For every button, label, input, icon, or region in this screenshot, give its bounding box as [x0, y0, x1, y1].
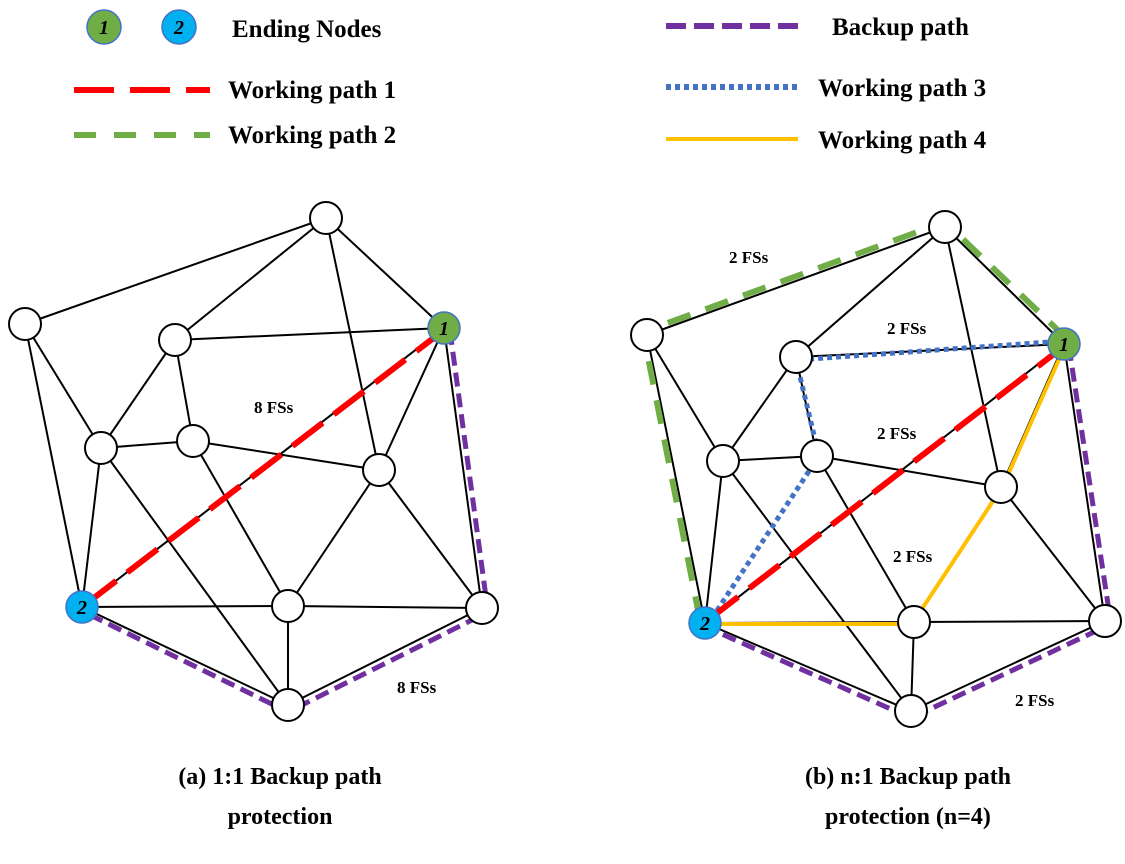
diagram-b-working-path-2 — [639, 218, 1069, 621]
diagram-a-caption-line2: protection — [228, 804, 333, 830]
diagram-b-working-path-4 — [708, 347, 1066, 626]
diagram-b-ending-node-2: 2 — [688, 606, 722, 640]
diagram-b-fs-working-3: 2 FSs — [887, 319, 927, 338]
diagram-a: 1 2 8 FSs 8 FSs (a) 1:1 Backup path prot… — [8, 201, 499, 830]
svg-text:2: 2 — [699, 613, 710, 635]
diagram-b-fs-working-1: 2 FSs — [877, 424, 917, 443]
legend-backup-path-label: Backup path — [832, 14, 969, 41]
legend-ending-node-2-label: 2 — [173, 17, 184, 39]
svg-text:1: 1 — [439, 318, 449, 340]
svg-text:1: 1 — [1059, 334, 1069, 356]
diagram-a-nodes — [8, 201, 499, 722]
legend-ending-node-1: 1 — [86, 9, 122, 45]
legend-working-path-2-label: Working path 2 — [228, 122, 396, 149]
legend-ending-nodes-label: Ending Nodes — [232, 16, 382, 43]
legend-working-path-4-label: Working path 4 — [818, 127, 987, 154]
legend: 1 2 Ending Nodes Working path 1 Working … — [74, 9, 987, 154]
diagram-b-ending-node-1: 1 — [1047, 327, 1081, 361]
legend-working-path-1-label: Working path 1 — [228, 77, 396, 104]
diagram-a-working-path-1 — [84, 327, 446, 607]
diagram-a-ending-node-2: 2 — [65, 590, 99, 624]
legend-ending-node-1-label: 1 — [99, 17, 109, 39]
diagram-b-fs-backup: 2 FSs — [1015, 691, 1055, 710]
diagram-b-caption-line2: protection (n=4) — [825, 804, 991, 830]
diagram-a-backup-fs-label: 8 FSs — [397, 678, 437, 697]
diagram-a-backup-path — [82, 330, 491, 715]
legend-working-path-3-label: Working path 3 — [818, 75, 986, 102]
diagram-b-working-path-3 — [709, 338, 1065, 620]
diagram-b-fs-working-4: 2 FSs — [893, 547, 933, 566]
diagram-b: 1 2 2 FSs 2 FSs 2 FSs 2 FSs 2 FSs (b) n:… — [630, 210, 1122, 830]
diagram-b-caption-line1: (b) n:1 Backup path — [805, 764, 1011, 790]
diagram-a-caption-line1: (a) 1:1 Backup path — [178, 764, 381, 790]
legend-ending-node-2: 2 — [161, 9, 197, 45]
diagram-a-working-fs-label: 8 FSs — [254, 398, 294, 417]
diagram-b-backup-path — [704, 346, 1114, 721]
diagram-b-fs-working-2: 2 FSs — [729, 248, 769, 267]
diagram-a-ending-node-1: 1 — [427, 311, 461, 345]
diagram-b-working-path-1 — [706, 344, 1065, 623]
diagram-b-nodes — [630, 210, 1122, 728]
svg-text:2: 2 — [76, 597, 87, 619]
